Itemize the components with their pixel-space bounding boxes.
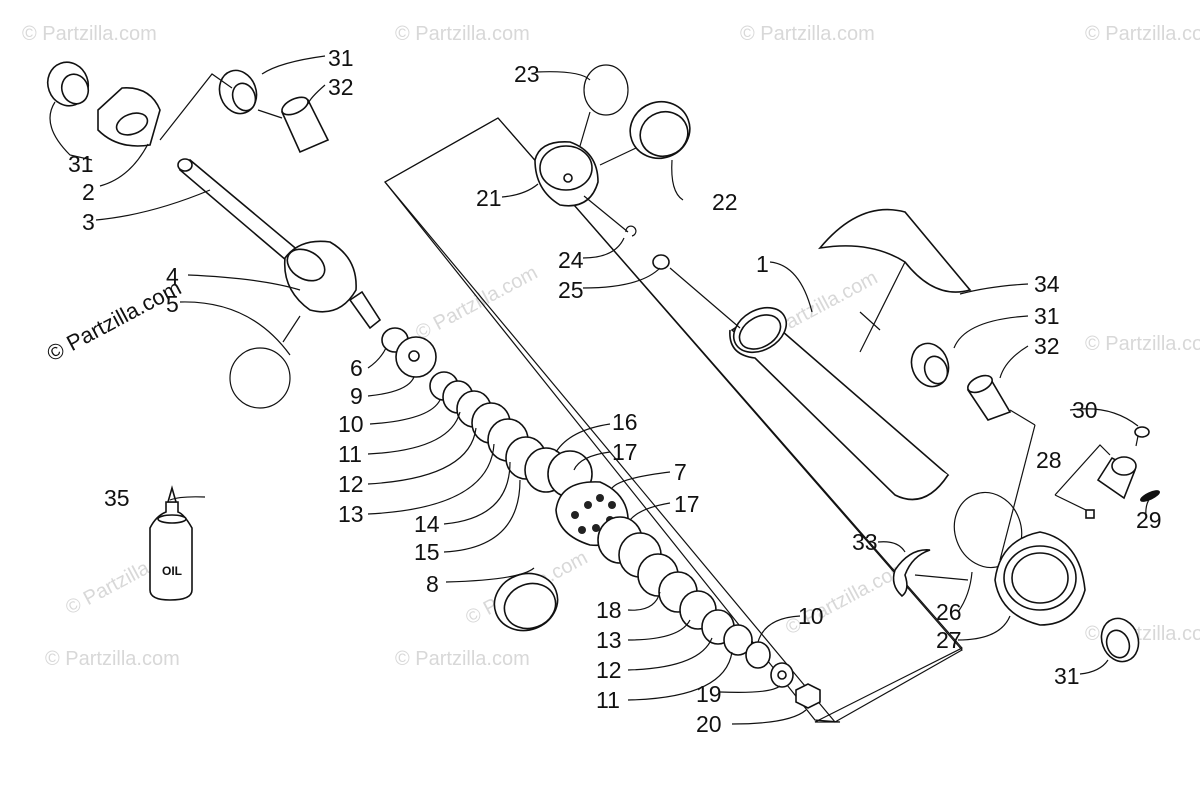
callout-10: 10 xyxy=(338,411,364,437)
shim-stack-lower xyxy=(597,516,771,669)
callout-15: 15 xyxy=(414,539,440,565)
callout-16: 16 xyxy=(612,409,638,435)
callout-28: 28 xyxy=(1036,447,1062,473)
washer-19 xyxy=(770,662,794,688)
assembly-frame-edges xyxy=(384,117,963,723)
watermark-main-text: © Partzilla.com xyxy=(43,275,186,367)
callout-11: 11 xyxy=(596,687,620,713)
watermark-text: © Partzilla.com xyxy=(395,648,530,670)
callout-32: 32 xyxy=(1034,333,1060,359)
eyelet-2 xyxy=(97,87,161,147)
piston-head-4 xyxy=(283,240,382,330)
callout-7: 7 xyxy=(674,459,687,485)
leader-bushing-2 xyxy=(257,109,283,119)
end-cap-27 xyxy=(994,531,1086,626)
leader-bushing xyxy=(159,73,233,141)
callout-9: 9 xyxy=(350,383,363,409)
callout-3: 3 xyxy=(82,209,95,235)
o-ring-23 xyxy=(583,64,629,116)
callout-29: 29 xyxy=(1136,507,1162,533)
callout-31: 31 xyxy=(328,45,354,71)
callout-12: 12 xyxy=(338,471,364,497)
callout-35: 35 xyxy=(104,485,130,511)
callout-31: 31 xyxy=(1034,303,1060,329)
callout-30: 30 xyxy=(1072,397,1098,423)
watermark-text: © Partzilla.com xyxy=(412,262,541,345)
valve-28 xyxy=(1096,456,1137,500)
bushing-31-top xyxy=(218,69,258,115)
callout-33: 33 xyxy=(852,529,878,555)
callout-19: 19 xyxy=(696,681,722,707)
watermark-text: © Partzilla.com xyxy=(45,648,180,670)
leader-shield-2 xyxy=(859,261,906,353)
callout-12: 12 xyxy=(596,657,622,683)
callouts: 31 32 31 2 3 23 21 22 24 25 1 34 31 32 3… xyxy=(68,45,1162,737)
callout-24: 24 xyxy=(558,247,584,273)
callout-2: 2 xyxy=(82,179,95,205)
callout-5: 5 xyxy=(166,291,179,317)
oil-bottle-label: OIL xyxy=(162,564,182,578)
callout-31: 31 xyxy=(1054,663,1080,689)
callout-17: 17 xyxy=(612,439,638,465)
callout-23: 23 xyxy=(514,61,540,87)
leader-sleeve-right-2 xyxy=(999,424,1036,561)
callout-34: 34 xyxy=(1034,271,1060,297)
shim-stack-upper xyxy=(429,371,593,498)
bumper-33 xyxy=(892,549,931,598)
bushing-31-right xyxy=(910,342,950,388)
watermark-text: © Partzilla.com xyxy=(1085,23,1200,45)
nut-20 xyxy=(795,683,821,709)
callout-18: 18 xyxy=(596,597,622,623)
sleeve-32-right xyxy=(966,374,1012,421)
callout-31: 31 xyxy=(68,151,94,177)
watermark-text: © Partzilla.com xyxy=(740,23,875,45)
snap-ring-24 xyxy=(625,225,637,237)
callout-22: 22 xyxy=(712,189,738,215)
callout-17: 17 xyxy=(674,491,700,517)
valve-25 xyxy=(652,254,670,270)
washer-9 xyxy=(395,336,437,378)
piston-ring-8 xyxy=(493,572,559,632)
callout-26: 26 xyxy=(936,599,962,625)
callout-8: 8 xyxy=(426,571,439,597)
callout-14: 14 xyxy=(414,511,440,537)
callout-21: 21 xyxy=(476,185,502,211)
callout-6: 6 xyxy=(350,355,363,381)
leader-valve-2 xyxy=(1054,494,1091,513)
shock-body-1 xyxy=(729,306,950,501)
callout-27: 27 xyxy=(936,627,962,653)
leader-bumper xyxy=(914,574,969,581)
callout-1: 1 xyxy=(756,251,769,277)
callout-20: 20 xyxy=(696,711,722,737)
leader-valve xyxy=(1054,444,1111,496)
callout-4: 4 xyxy=(166,263,179,289)
callout-13: 13 xyxy=(338,501,364,527)
watermark-text: © Partzilla.com xyxy=(1085,333,1200,355)
leader-lines xyxy=(49,55,1151,725)
oil-bottle-35: OIL xyxy=(149,485,193,601)
callout-10: 10 xyxy=(798,603,824,629)
screw-30 xyxy=(1134,426,1150,447)
watermark-text: © Partzilla.com xyxy=(22,23,157,45)
small-part xyxy=(1085,509,1095,519)
bushing-31-top-left xyxy=(46,61,90,107)
leader-sleeve-right xyxy=(1009,409,1036,426)
callout-32: 32 xyxy=(328,74,354,100)
callout-11: 11 xyxy=(338,441,362,467)
leader-shield xyxy=(859,311,881,331)
o-ring-29 xyxy=(1140,490,1160,502)
wear-ring-22 xyxy=(629,100,691,160)
shield-34 xyxy=(818,208,972,293)
callout-13: 13 xyxy=(596,627,622,653)
callout-25: 25 xyxy=(558,277,584,303)
sleeve-32-top xyxy=(280,96,330,154)
o-ring-5 xyxy=(229,347,291,409)
reservoir-cap-21 xyxy=(534,141,599,207)
watermark-text: © Partzilla.com xyxy=(395,23,530,45)
bushing-31-bottom-right xyxy=(1100,617,1140,663)
